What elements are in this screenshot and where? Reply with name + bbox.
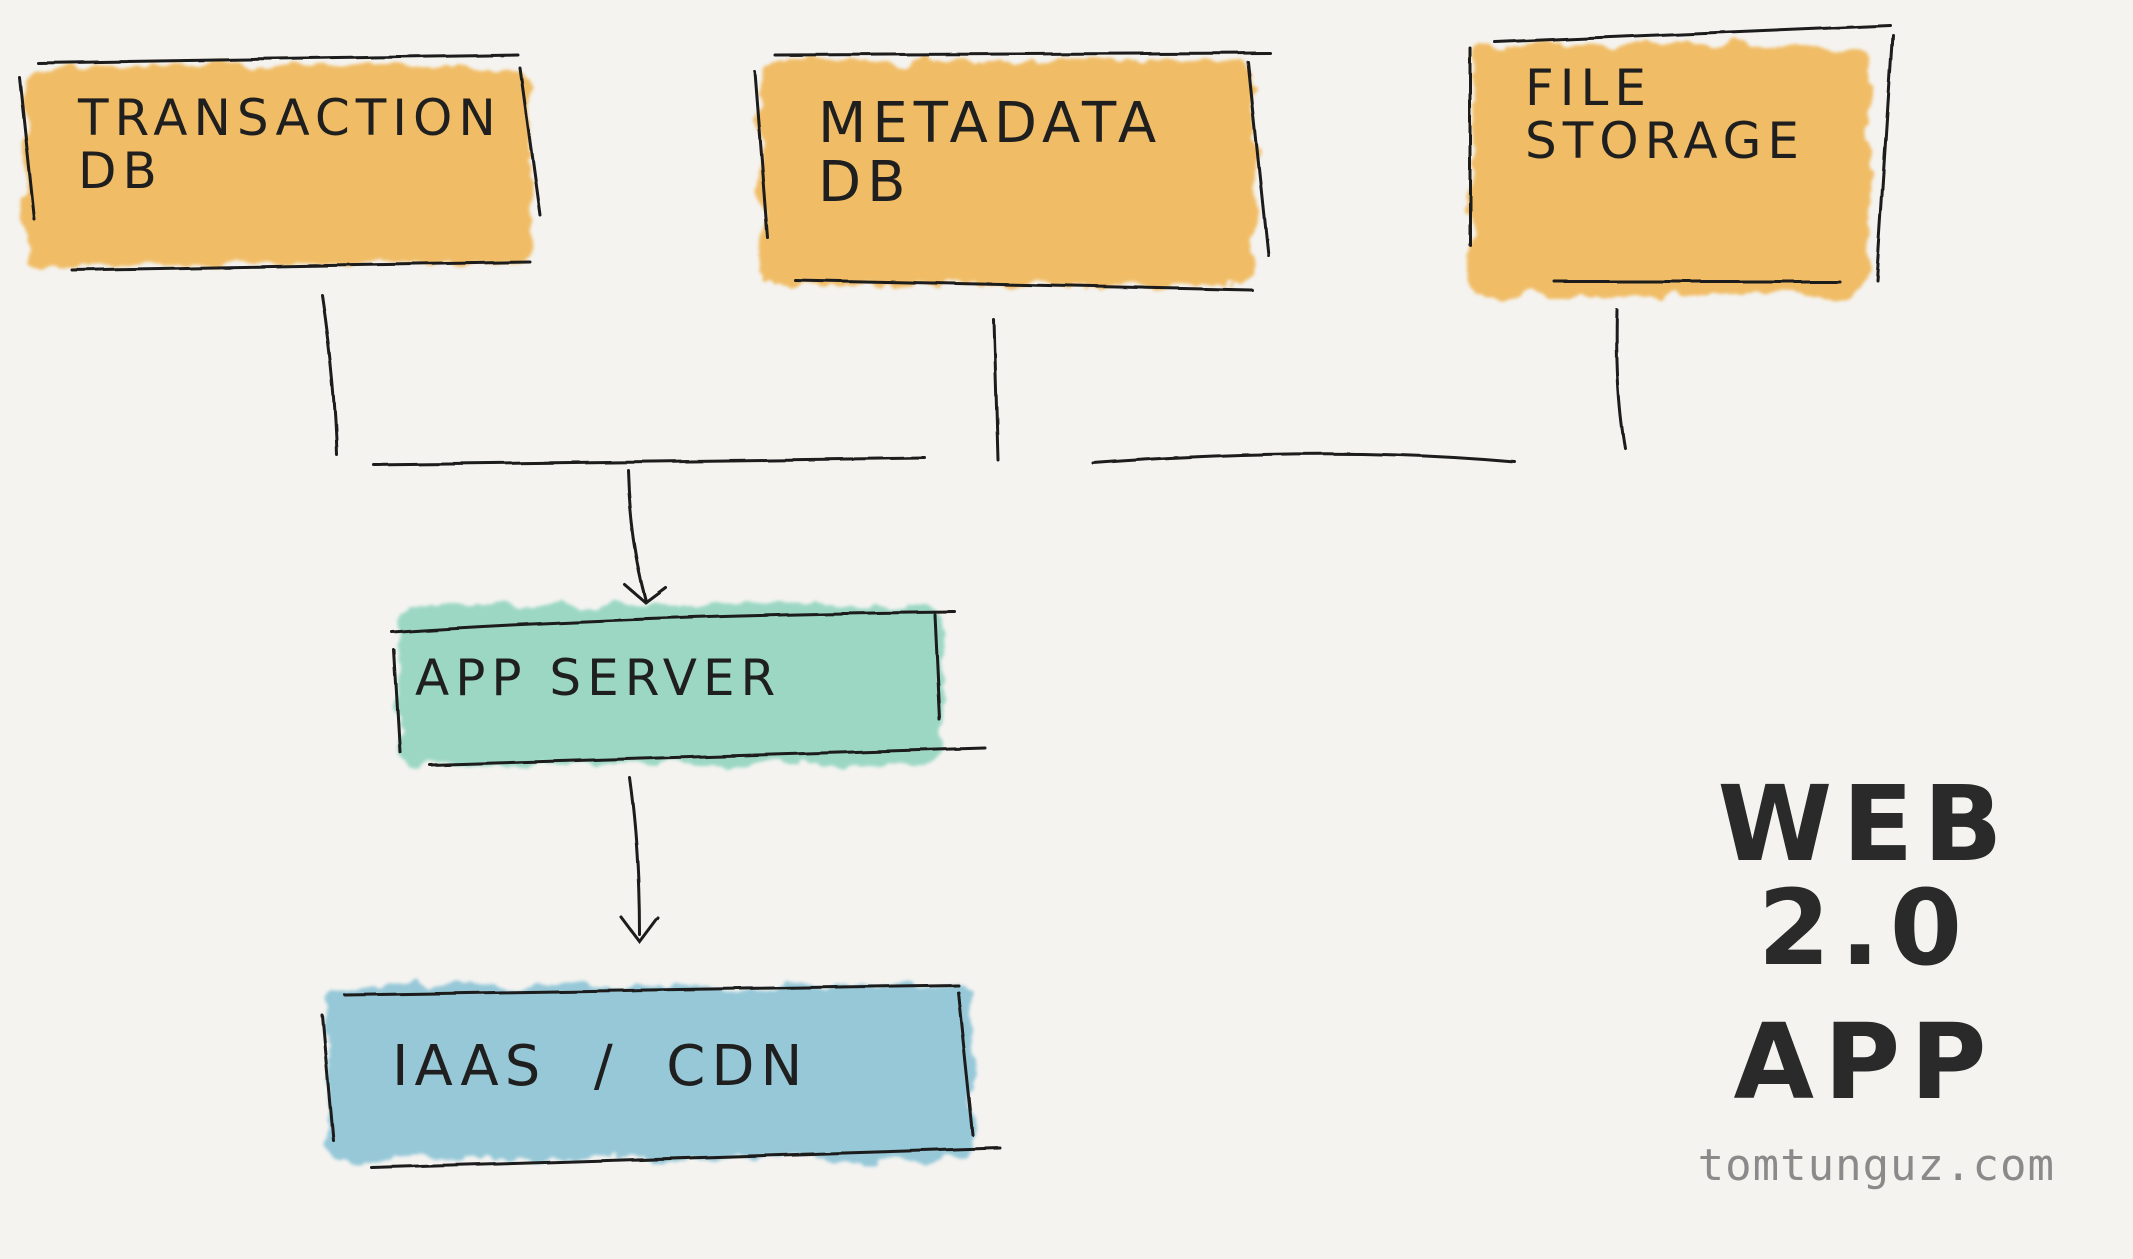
watermark: tomtunguz.com xyxy=(1697,1140,2055,1191)
box-outlines xyxy=(18,23,1895,1170)
iaas-cdn-label: IaaS / CDN xyxy=(392,1034,809,1099)
transaction-db-wash xyxy=(25,65,530,265)
title-line-2: APP xyxy=(1733,1001,1997,1123)
connectors xyxy=(320,293,1627,945)
file-storage-wash xyxy=(1470,45,1870,295)
app-server-label: App Server xyxy=(415,649,782,707)
transaction-db-label: Transaction DB xyxy=(78,89,502,200)
metadata-db-label: Metadata DB xyxy=(818,91,1163,215)
file-storage-label: File Storage xyxy=(1525,59,1806,170)
metadata-db-wash xyxy=(760,60,1255,285)
title-line-1: WEB 2.0 xyxy=(1717,763,2013,989)
iaas-cdn-wash xyxy=(325,985,973,1160)
app-server-wash xyxy=(398,605,943,765)
diagram-title: WEB 2.0 APP xyxy=(1630,772,2100,1114)
